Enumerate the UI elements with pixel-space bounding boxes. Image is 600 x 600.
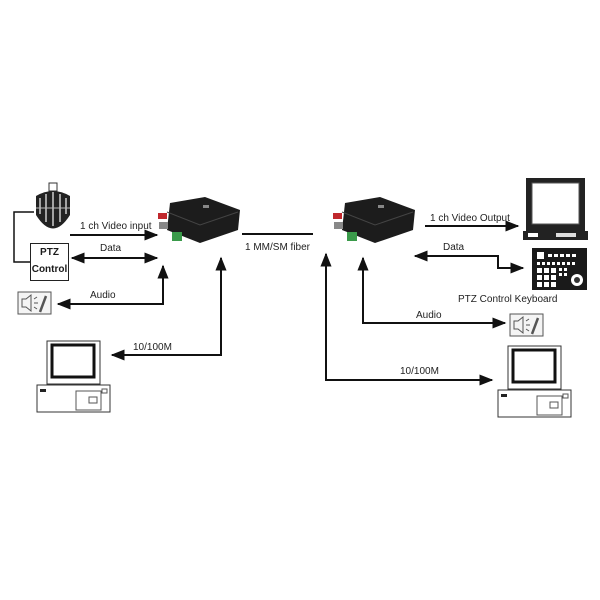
right-audio-label: Audio — [416, 310, 442, 321]
right-network-label: 10/100M — [400, 366, 439, 377]
right-computer-icon — [497, 345, 572, 418]
ptz-label-line1: PTZ — [40, 247, 59, 258]
right-fiber-transceiver — [333, 197, 415, 243]
monitor-icon — [523, 178, 588, 240]
fiber-label: 1 MM/SM fiber — [245, 242, 311, 253]
right-network-arrow — [320, 252, 494, 386]
camera-ptz-bracket — [13, 211, 34, 263]
keyboard-label: PTZ Control Keyboard — [458, 294, 558, 305]
left-computer-icon — [36, 340, 111, 413]
right-data-arrow — [413, 250, 525, 274]
left-data-label: Data — [100, 243, 122, 254]
right-speaker-mic-icon — [509, 313, 544, 337]
left-fiber-transceiver — [158, 197, 240, 243]
video-input-label: 1 ch Video input — [80, 221, 152, 232]
left-network-arrow — [110, 256, 227, 361]
video-output-label: 1 ch Video Output — [430, 213, 510, 224]
dome-camera-icon — [36, 182, 70, 229]
right-data-label: Data — [443, 242, 465, 253]
ptz-keyboard-icon — [532, 248, 587, 290]
left-audio-label: Audio — [90, 290, 116, 301]
ptz-label-line2: Control — [31, 264, 68, 275]
ptz-control-box: PTZ Control — [30, 243, 69, 281]
left-network-label: 10/100M — [133, 342, 172, 353]
speaker-mic-icon — [17, 291, 52, 315]
